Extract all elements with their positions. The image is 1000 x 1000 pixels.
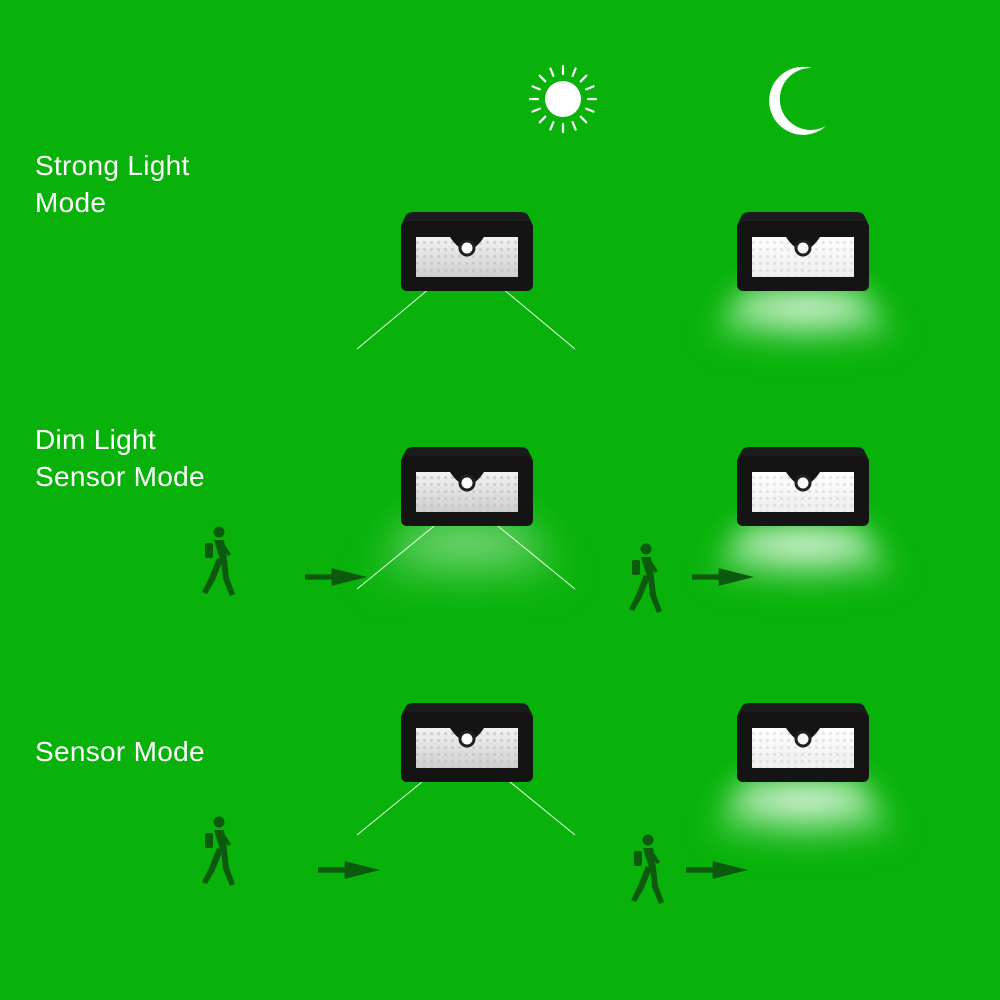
mode-label-dim-light-sensor: Dim Light Sensor Mode: [35, 424, 205, 492]
moon-icon: [769, 66, 826, 135]
solar-lamp-icon: [400, 446, 534, 528]
mode-label-strong-light: Strong Light Mode: [35, 150, 190, 218]
walking-person-icon: [629, 543, 662, 613]
walking-person-icon: [202, 526, 235, 596]
arrow-right-icon: [305, 568, 367, 586]
light-beam: [350, 520, 585, 600]
solar-lamp-icon: [400, 702, 534, 784]
arrow-right-icon: [686, 861, 748, 879]
light-beam: [690, 780, 920, 862]
row-strong-light: [356, 211, 920, 362]
walking-person-icon: [202, 816, 235, 886]
walking-person-icon: [631, 834, 664, 904]
light-beam: [690, 526, 920, 602]
light-beam: [690, 290, 920, 362]
solar-lamp-icon: [400, 211, 534, 293]
arrow-right-icon: [318, 861, 380, 879]
row-dim-light-sensor: [202, 446, 920, 613]
solar-lamp-icon: [736, 446, 870, 528]
row-sensor: [202, 702, 920, 904]
sun-icon: [528, 64, 598, 134]
solar-lamp-icon: [736, 211, 870, 293]
mode-label-sensor: Sensor Mode: [35, 736, 205, 767]
solar-lamp-icon: [736, 702, 870, 784]
